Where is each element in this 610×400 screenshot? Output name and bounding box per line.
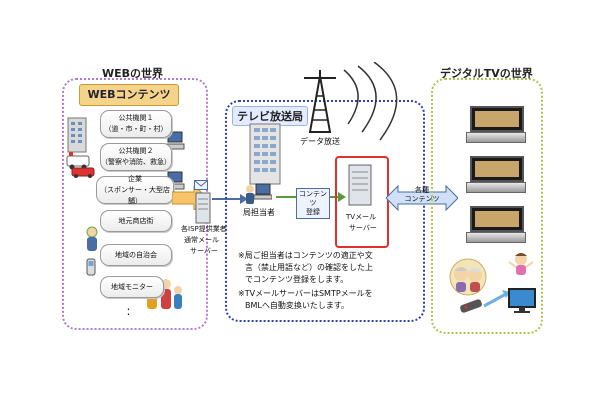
elderly-couple-icon: [449, 258, 487, 296]
computer-icon: [166, 131, 185, 150]
contents-transfer-arrow: [386, 184, 458, 212]
flat-tv-icon: [508, 288, 536, 313]
station-staff-icon: [246, 183, 272, 204]
tv-mail-server-label: TVメール: [346, 213, 377, 221]
web-content-item-label: 公共機関１: [118, 114, 154, 122]
tv-station-title: テレビ放送局: [232, 106, 308, 126]
staff-note-line1: ※局ご担当者はコンテンツの適正や文: [238, 251, 373, 260]
recorder-icon: [466, 182, 526, 193]
web-content-item[interactable]: 地域の自治会: [100, 244, 172, 266]
isp-mail-label: 通常メール: [184, 236, 219, 244]
web-content-item-sublabel: （警察や消防、救急）: [101, 158, 171, 166]
web-content-item[interactable]: 公共機関１ （道・市・町・村）: [100, 110, 172, 138]
remote-signal-arrow: [483, 290, 510, 308]
web-content-item[interactable]: 公共機関２ （警察や消防、救急）: [100, 143, 172, 171]
web-content-item-label: 公共機関２: [118, 147, 154, 155]
tv-station-building-icon: [249, 123, 281, 185]
web-content-item-label: 地元商店街: [118, 216, 154, 225]
mail-envelope-icon: [194, 180, 208, 190]
remote-control-icon: [460, 299, 482, 313]
web-contents-header: WEBコンテンツ: [79, 84, 179, 106]
isp-server-label: サーバー: [190, 247, 218, 255]
isp-label: 各ISP提供業者: [181, 225, 227, 233]
web-items-ellipsis: ：: [126, 307, 136, 318]
content-register-label: コンテンツ 登録: [296, 188, 330, 219]
web-content-item-sublabel: （道・市・町・村）: [104, 125, 168, 133]
tv-set-icon: [470, 156, 524, 182]
web-content-item[interactable]: 地域モニター: [100, 276, 164, 298]
server-note-line2: BMLへ自動変換いたします。: [245, 301, 350, 310]
web-content-item[interactable]: 企業 （スポンサー・大型店舗）: [96, 174, 174, 205]
contents-transfer-line1: 各種: [415, 186, 429, 194]
office-building-icon: [67, 117, 87, 153]
data-broadcast-label: データ放送: [300, 137, 340, 146]
person-icon: [86, 226, 98, 251]
staff-note-line2: 言（禁止用語など）の確認をした上: [245, 263, 373, 272]
tv-mail-server-sublabel: サーバー: [349, 224, 377, 232]
digital-tv-title: デジタルTVの世界: [440, 67, 533, 80]
web-content-item-label: 地域モニター: [111, 282, 153, 291]
tv-mail-server-highlight: [335, 156, 389, 248]
isp-mail-server-icon: [195, 192, 211, 224]
web-content-item-label: 地域の自治会: [115, 250, 157, 259]
station-staff-label: 局担当者: [243, 208, 275, 217]
digital-tv-region: [431, 78, 543, 334]
contents-transfer-label: 各種 コンテンツ: [402, 186, 442, 204]
contents-transfer-line2: コンテンツ: [404, 195, 440, 203]
web-content-item-sublabel: （スポンサー・大型店舗）: [100, 185, 170, 205]
recorder-icon: [466, 232, 526, 243]
server-note-line1: ※TVメールサーバーはSMTPメールを: [238, 289, 373, 298]
emergency-vehicles-icon: [66, 152, 95, 178]
tv-set-icon: [470, 206, 524, 232]
mobile-phone-icon: [86, 258, 96, 276]
web-content-item-label: 企業: [128, 174, 142, 183]
broadcast-waves-icon: [343, 62, 398, 141]
staff-note-line3: でコンテンツ登録をします。: [245, 275, 349, 284]
tv-mail-server-icon: [348, 164, 372, 206]
web-content-item[interactable]: 地元商店街: [100, 210, 172, 232]
recorder-icon: [466, 132, 526, 143]
tv-set-icon: [470, 106, 524, 132]
content-register-line2: 登録: [306, 208, 320, 216]
content-register-line1: コンテンツ: [299, 190, 327, 207]
web-world-title: WEBの世界: [102, 67, 164, 80]
child-icon: [508, 253, 534, 275]
broadcast-tower-icon: [304, 70, 336, 133]
